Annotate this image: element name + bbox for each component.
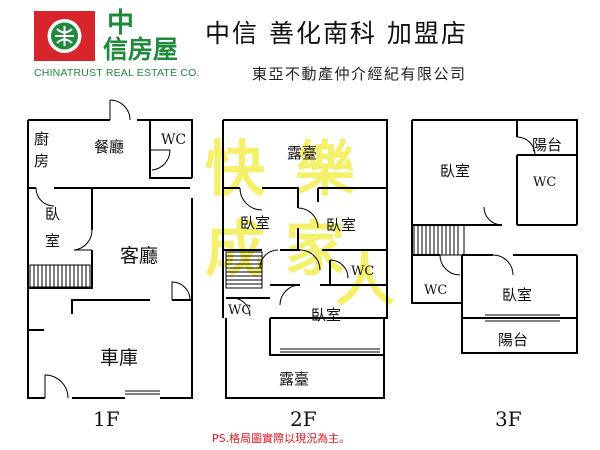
- stairs: [33, 225, 459, 287]
- room-wc-a-label: WC: [533, 175, 556, 190]
- brand-english-name: CHINATRUST REAL ESTATE CO.: [34, 67, 200, 79]
- room-bedroom-a-label: 臥室: [440, 162, 470, 180]
- floor-label-2f: 2F: [290, 407, 317, 431]
- room-bedroom-b-label: 臥室: [502, 286, 532, 304]
- room-bedroom-label-1: 臥: [45, 205, 60, 223]
- brand-name-line2: 信房屋: [103, 35, 179, 64]
- room-bedroom-label-2: 室: [45, 232, 60, 250]
- brand-name-line1: 中: [107, 8, 134, 39]
- room-bedroom-a-label: 臥室: [240, 214, 270, 232]
- room-bedroom-b-label: 臥室: [326, 216, 356, 234]
- floor-1f-doors: [35, 99, 191, 399]
- watermark: 快樂成家人: [205, 135, 395, 315]
- room-wc-label: WC: [161, 132, 186, 148]
- floor-1f-plan: [27, 119, 193, 399]
- watermark-char: 快: [205, 135, 266, 205]
- room-kitchen-label-2: 房: [34, 152, 49, 170]
- floor-label-3f: 3F: [495, 407, 522, 431]
- room-dining-label: 餐廳: [94, 138, 124, 156]
- room-kitchen-label-1: 廚: [34, 130, 49, 148]
- room-wc-a-label: WC: [228, 303, 251, 318]
- company-name: 東亞不動產仲介經紀有限公司: [252, 65, 467, 83]
- room-bedroom-c-label: 臥室: [311, 306, 341, 324]
- floor-3f-plan: [411, 119, 578, 354]
- brand-logo-icon: [34, 11, 95, 61]
- room-wc-b-label: WC: [351, 264, 374, 279]
- room-balcony-bottom-label: 陽台: [498, 331, 528, 349]
- floor-label-1f: 1F: [93, 407, 120, 431]
- room-terrace-bottom-label: 露臺: [279, 370, 309, 388]
- room-balcony-top-label: 陽台: [532, 136, 562, 154]
- room-wc-b-label: WC: [424, 283, 447, 298]
- floor-3f-doors: [439, 136, 560, 322]
- floor-2f-doors: [233, 187, 380, 353]
- store-title: 中信 善化南科 加盟店: [205, 19, 468, 48]
- watermark-char: 樂: [295, 135, 356, 205]
- watermark-char: 人: [335, 245, 395, 315]
- room-living-label: 客廳: [120, 245, 158, 267]
- watermark-text: 快樂成家人: [205, 135, 395, 315]
- disclaimer-note: PS.格局圖實際以現況為主。: [212, 432, 351, 445]
- floor-2f-plan: [222, 119, 388, 399]
- room-terrace-top-label: 露臺: [287, 144, 317, 162]
- room-garage-label: 車庫: [100, 347, 138, 369]
